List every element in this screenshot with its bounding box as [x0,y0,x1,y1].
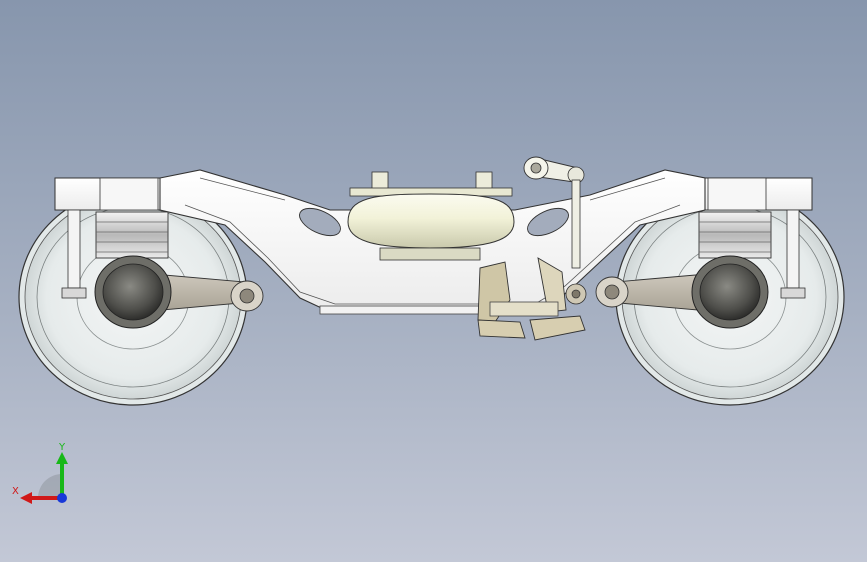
triad-x-label: X [12,486,19,497]
triad-plane-icon [38,474,62,498]
right-axle-box[interactable] [691,255,769,329]
triad-z-axis-icon [57,493,67,503]
left-axle-box[interactable] [94,255,172,329]
triad-y-axis-icon [56,452,68,498]
traction-assembly[interactable] [477,257,587,341]
air-spring[interactable] [347,171,515,261]
triad-y-label: Y [58,442,66,453]
right-primary-spring[interactable] [698,209,806,299]
left-primary-spring[interactable] [61,209,169,299]
triad-x-axis-icon [20,492,62,504]
top-link[interactable] [523,156,585,269]
coordinate-triad: Y X [12,442,68,504]
